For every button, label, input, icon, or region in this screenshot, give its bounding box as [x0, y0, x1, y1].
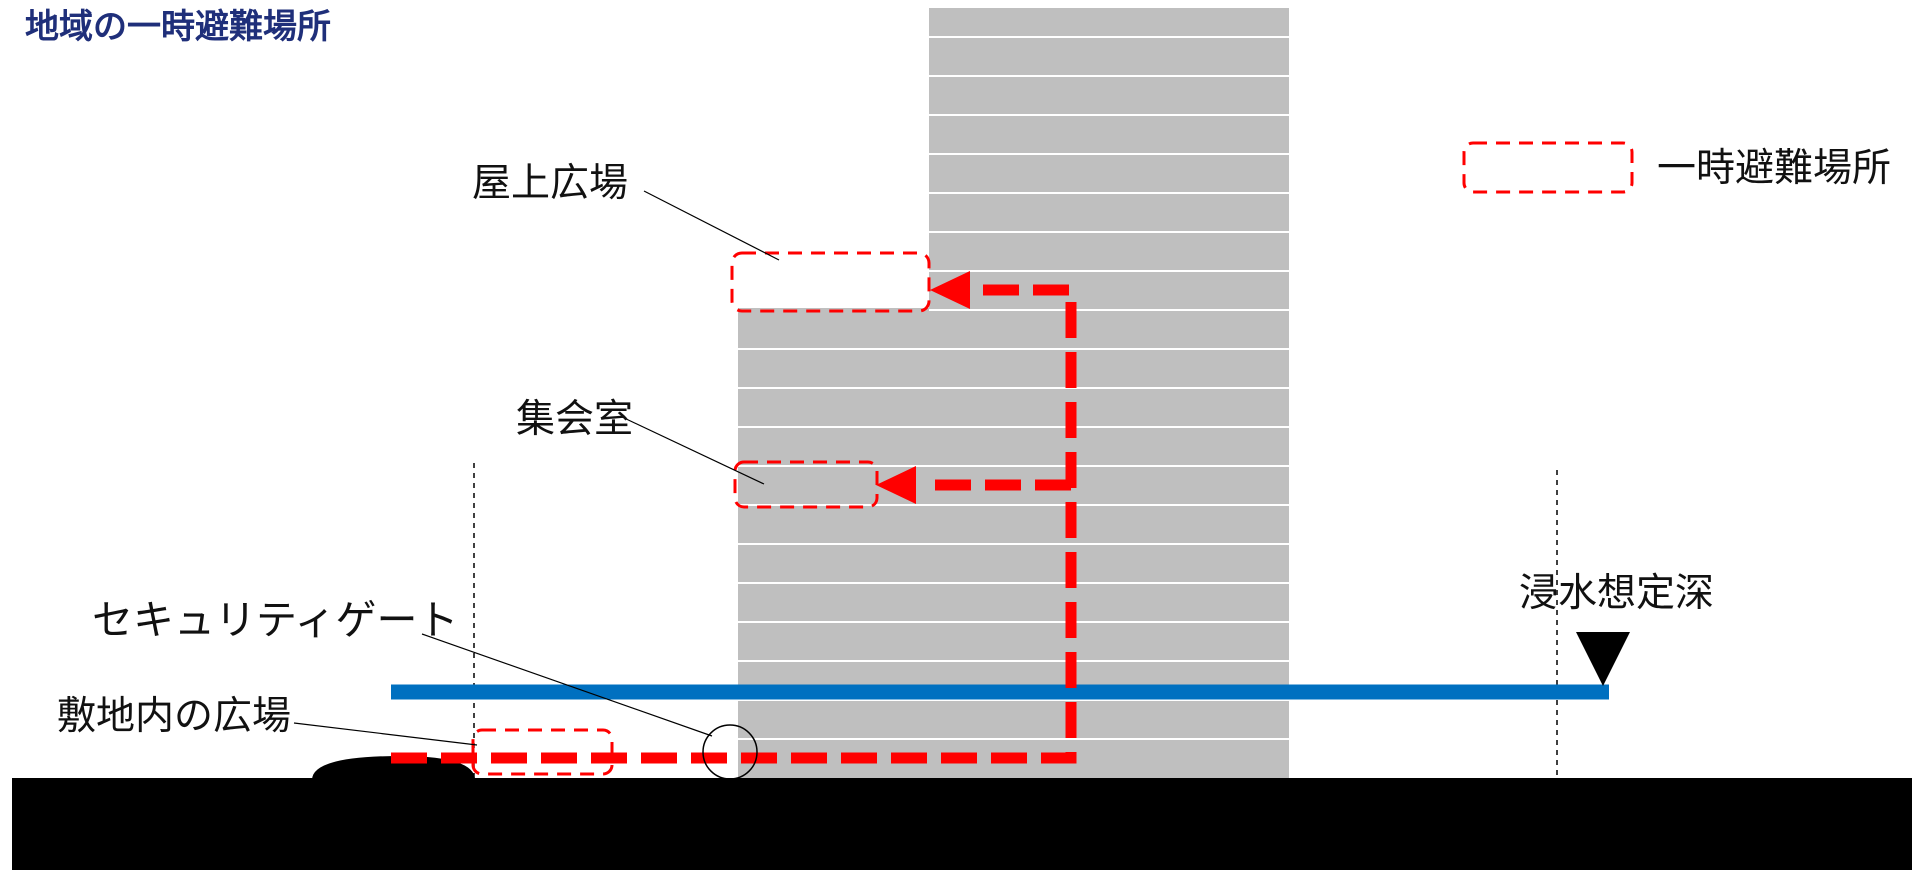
leader-rooftop: [643, 190, 780, 261]
legend-label: 一時避難場所: [1657, 146, 1891, 191]
flood-depth-marker-icon: [1576, 632, 1630, 686]
tower-block: [929, 8, 1289, 780]
label-site-plaza: 敷地内の広場: [57, 694, 291, 739]
evac-box-rooftop: [730, 251, 931, 313]
page-title: 地域の一時避難場所: [25, 7, 331, 47]
label-meeting-room: 集会室: [516, 397, 633, 442]
leader-meeting-room: [621, 416, 765, 485]
label-rooftop: 屋上広場: [472, 161, 628, 206]
evac-box-meeting-room: [733, 460, 879, 509]
route-arrow-meeting-room-icon: [876, 466, 916, 504]
security-gate-marker: [702, 724, 758, 780]
rooftop-area: [732, 252, 929, 308]
label-flood-depth: 浸水想定深: [1519, 571, 1714, 616]
ground-mound: [312, 756, 475, 780]
label-security-gate: セキュリティゲート: [92, 596, 459, 644]
leader-security-gate: [421, 633, 713, 737]
ground: [12, 778, 1912, 870]
route-arrow-rooftop-icon: [930, 271, 970, 309]
evac-box-site-plaza: [471, 728, 614, 776]
podium-floor-lines: [738, 348, 929, 740]
legend-swatch: [1462, 141, 1634, 194]
evacuation-route: [391, 284, 1077, 764]
tower-floor-lines: [929, 36, 1289, 740]
leader-site-plaza: [293, 722, 478, 746]
